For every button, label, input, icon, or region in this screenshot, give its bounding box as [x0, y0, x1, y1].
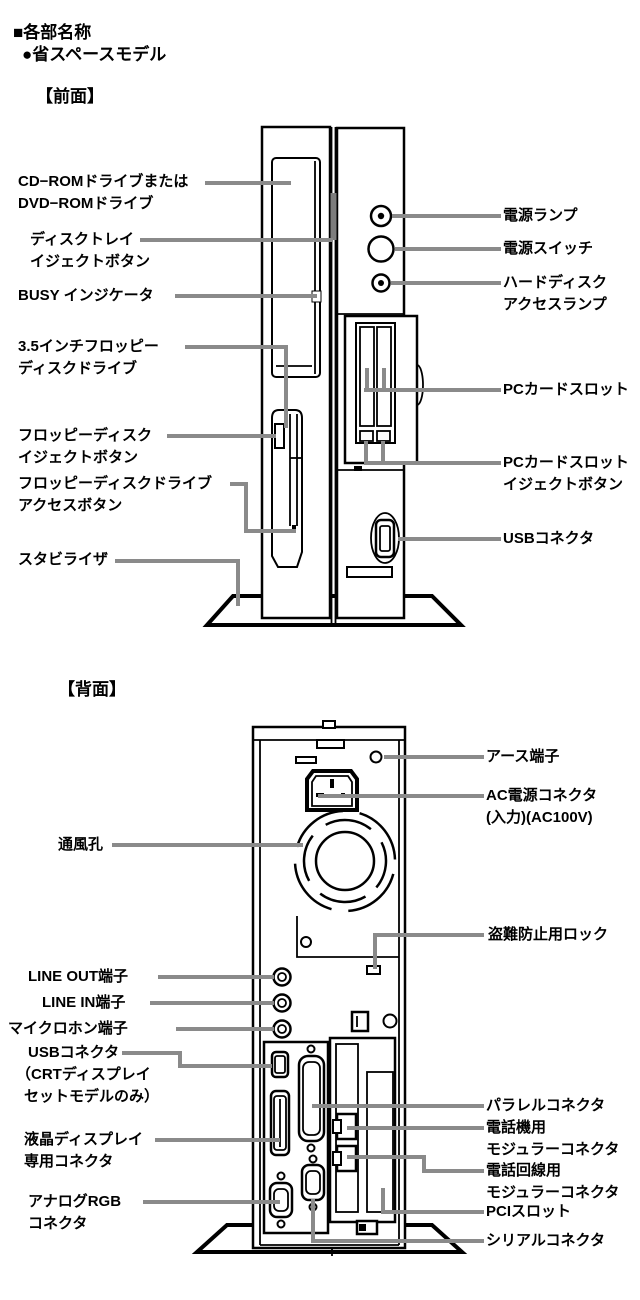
front-gap-shade [330, 193, 337, 240]
front-view-heading: 【前面】 [36, 87, 104, 106]
label-power-lamp: 電源ランプ [503, 207, 578, 224]
label-lcd-connector: 液晶ディスプレイ 専用コネクタ [24, 1131, 143, 1170]
front-leader-lines [115, 181, 501, 606]
label-ac-power-connector: AC電源コネクタ (入力)(AC100V) [486, 787, 598, 826]
page-title: ■各部名称 [13, 23, 92, 42]
label-disc-tray-eject-button: ディスクトレイ イジェクトボタン [30, 231, 151, 270]
label-usb-connector-rear: USBコネクタ （CRTディスプレイ セットモデルのみ） [16, 1044, 160, 1105]
floppy-access-lamp-shape [292, 525, 296, 531]
label-earth-terminal: アース端子 [486, 748, 560, 765]
ac-inlet-shape [305, 769, 359, 812]
power-switch-shape [367, 235, 395, 263]
parallel-connector-shape [297, 1054, 326, 1143]
model-title: ●省スペースモデル [22, 45, 167, 64]
pc-card-slot-shape [359, 326, 375, 427]
pci-slot-shape [366, 1071, 394, 1213]
rear-view-heading: 【背面】 [58, 680, 126, 699]
rear-leader-lines [112, 755, 484, 1243]
front-stabilizer-shape [202, 594, 466, 627]
label-phone-modular-connector: 電話機用 モジュラーコネクタ [486, 1119, 620, 1158]
label-serial-connector: シリアルコネクタ [486, 1232, 605, 1249]
cd-tray-door [271, 157, 321, 378]
pc-card-slot-shape [376, 326, 392, 427]
label-floppy-access-button: フロッピーディスクドライブ アクセスボタン [18, 475, 212, 514]
vent-fan-shape [293, 809, 397, 913]
label-microphone: マイクロホン端子 [8, 1020, 128, 1037]
label-busy-indicator: BUSY インジケータ [18, 287, 154, 304]
label-stabilizer: スタビライザ [18, 551, 109, 568]
label-usb-connector-front: USBコネクタ [503, 530, 595, 547]
label-analog-rgb-connector: アナログRGB コネクタ [28, 1193, 122, 1232]
rear-view-drawing [191, 720, 468, 1256]
floppy-eject-button-shape [274, 423, 285, 449]
audio-jacks-shape [272, 967, 292, 1039]
earth-terminal-shape [369, 750, 383, 764]
label-phone-line-modular-connector: 電話回線用 モジュラーコネクタ [486, 1162, 620, 1201]
label-pc-card-slot: PCカードスロット [503, 381, 629, 398]
label-parallel-connector: パラレルコネクタ [486, 1097, 606, 1114]
label-floppy-drive: 3.5インチフロッピー ディスクドライブ [18, 338, 159, 377]
label-line-out: LINE OUT端子 [28, 968, 128, 985]
label-security-lock: 盗難防止用ロック [488, 926, 609, 943]
label-hdd-access-lamp: ハードディスク アクセスランプ [503, 274, 607, 313]
label-cd-rom-drive: CD−ROMドライブまたは DVD−ROMドライブ [18, 173, 189, 212]
label-power-switch: 電源スイッチ [503, 240, 594, 257]
label-vent-holes: 通風孔 [58, 836, 104, 853]
front-view-drawing [202, 125, 466, 627]
label-floppy-eject-button: フロッピーディスク イジェクトボタン [18, 427, 152, 466]
label-pc-card-slot-eject-button: PCカードスロット イジェクトボタン [503, 454, 629, 493]
label-line-in: LINE IN端子 [42, 994, 126, 1011]
label-pci-slot: PCIスロット [486, 1203, 572, 1220]
